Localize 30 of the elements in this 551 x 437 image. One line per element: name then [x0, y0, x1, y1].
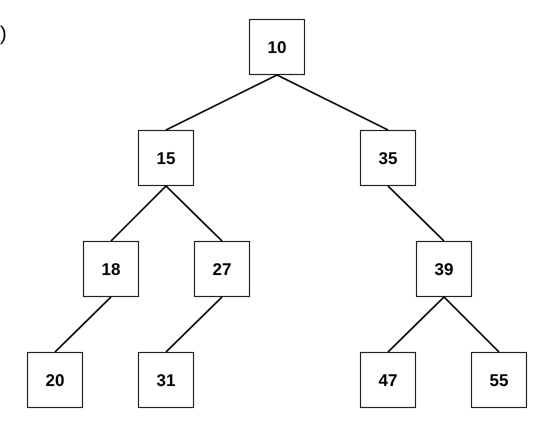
tree-node-box [27, 352, 83, 408]
node-value: 15 [156, 150, 176, 166]
tree-node-box [138, 130, 194, 186]
node-value: 39 [434, 260, 454, 278]
tree-edge-line [387, 296, 445, 353]
cut-off-panel-label: ) [0, 24, 7, 44]
tree-edge-line [165, 296, 223, 353]
tree-edge-line [166, 74, 278, 131]
tree-edge-line [165, 185, 223, 242]
tree-edge-line [276, 74, 388, 131]
node-value: 55 [490, 372, 508, 388]
tree-node-box [360, 130, 416, 186]
tree-node-box [416, 241, 472, 297]
tree-node-box [83, 241, 139, 297]
node-value: 18 [102, 260, 120, 278]
tree-edge-line [110, 185, 167, 242]
node-value: 35 [378, 150, 398, 166]
tree-node-box [194, 241, 250, 297]
tree-node-box [249, 19, 305, 75]
tree-node-box [471, 352, 527, 408]
node-value: 10 [268, 38, 286, 56]
tree-edge-line [387, 185, 445, 242]
tree-edge-line [443, 296, 500, 353]
tree-node-box [360, 352, 416, 408]
tree-node-box [138, 352, 194, 408]
node-value: 31 [156, 372, 176, 388]
node-value: 27 [212, 260, 232, 278]
tree-edge-line [54, 296, 112, 353]
node-value: 47 [378, 372, 398, 388]
node-value: 20 [46, 372, 64, 388]
